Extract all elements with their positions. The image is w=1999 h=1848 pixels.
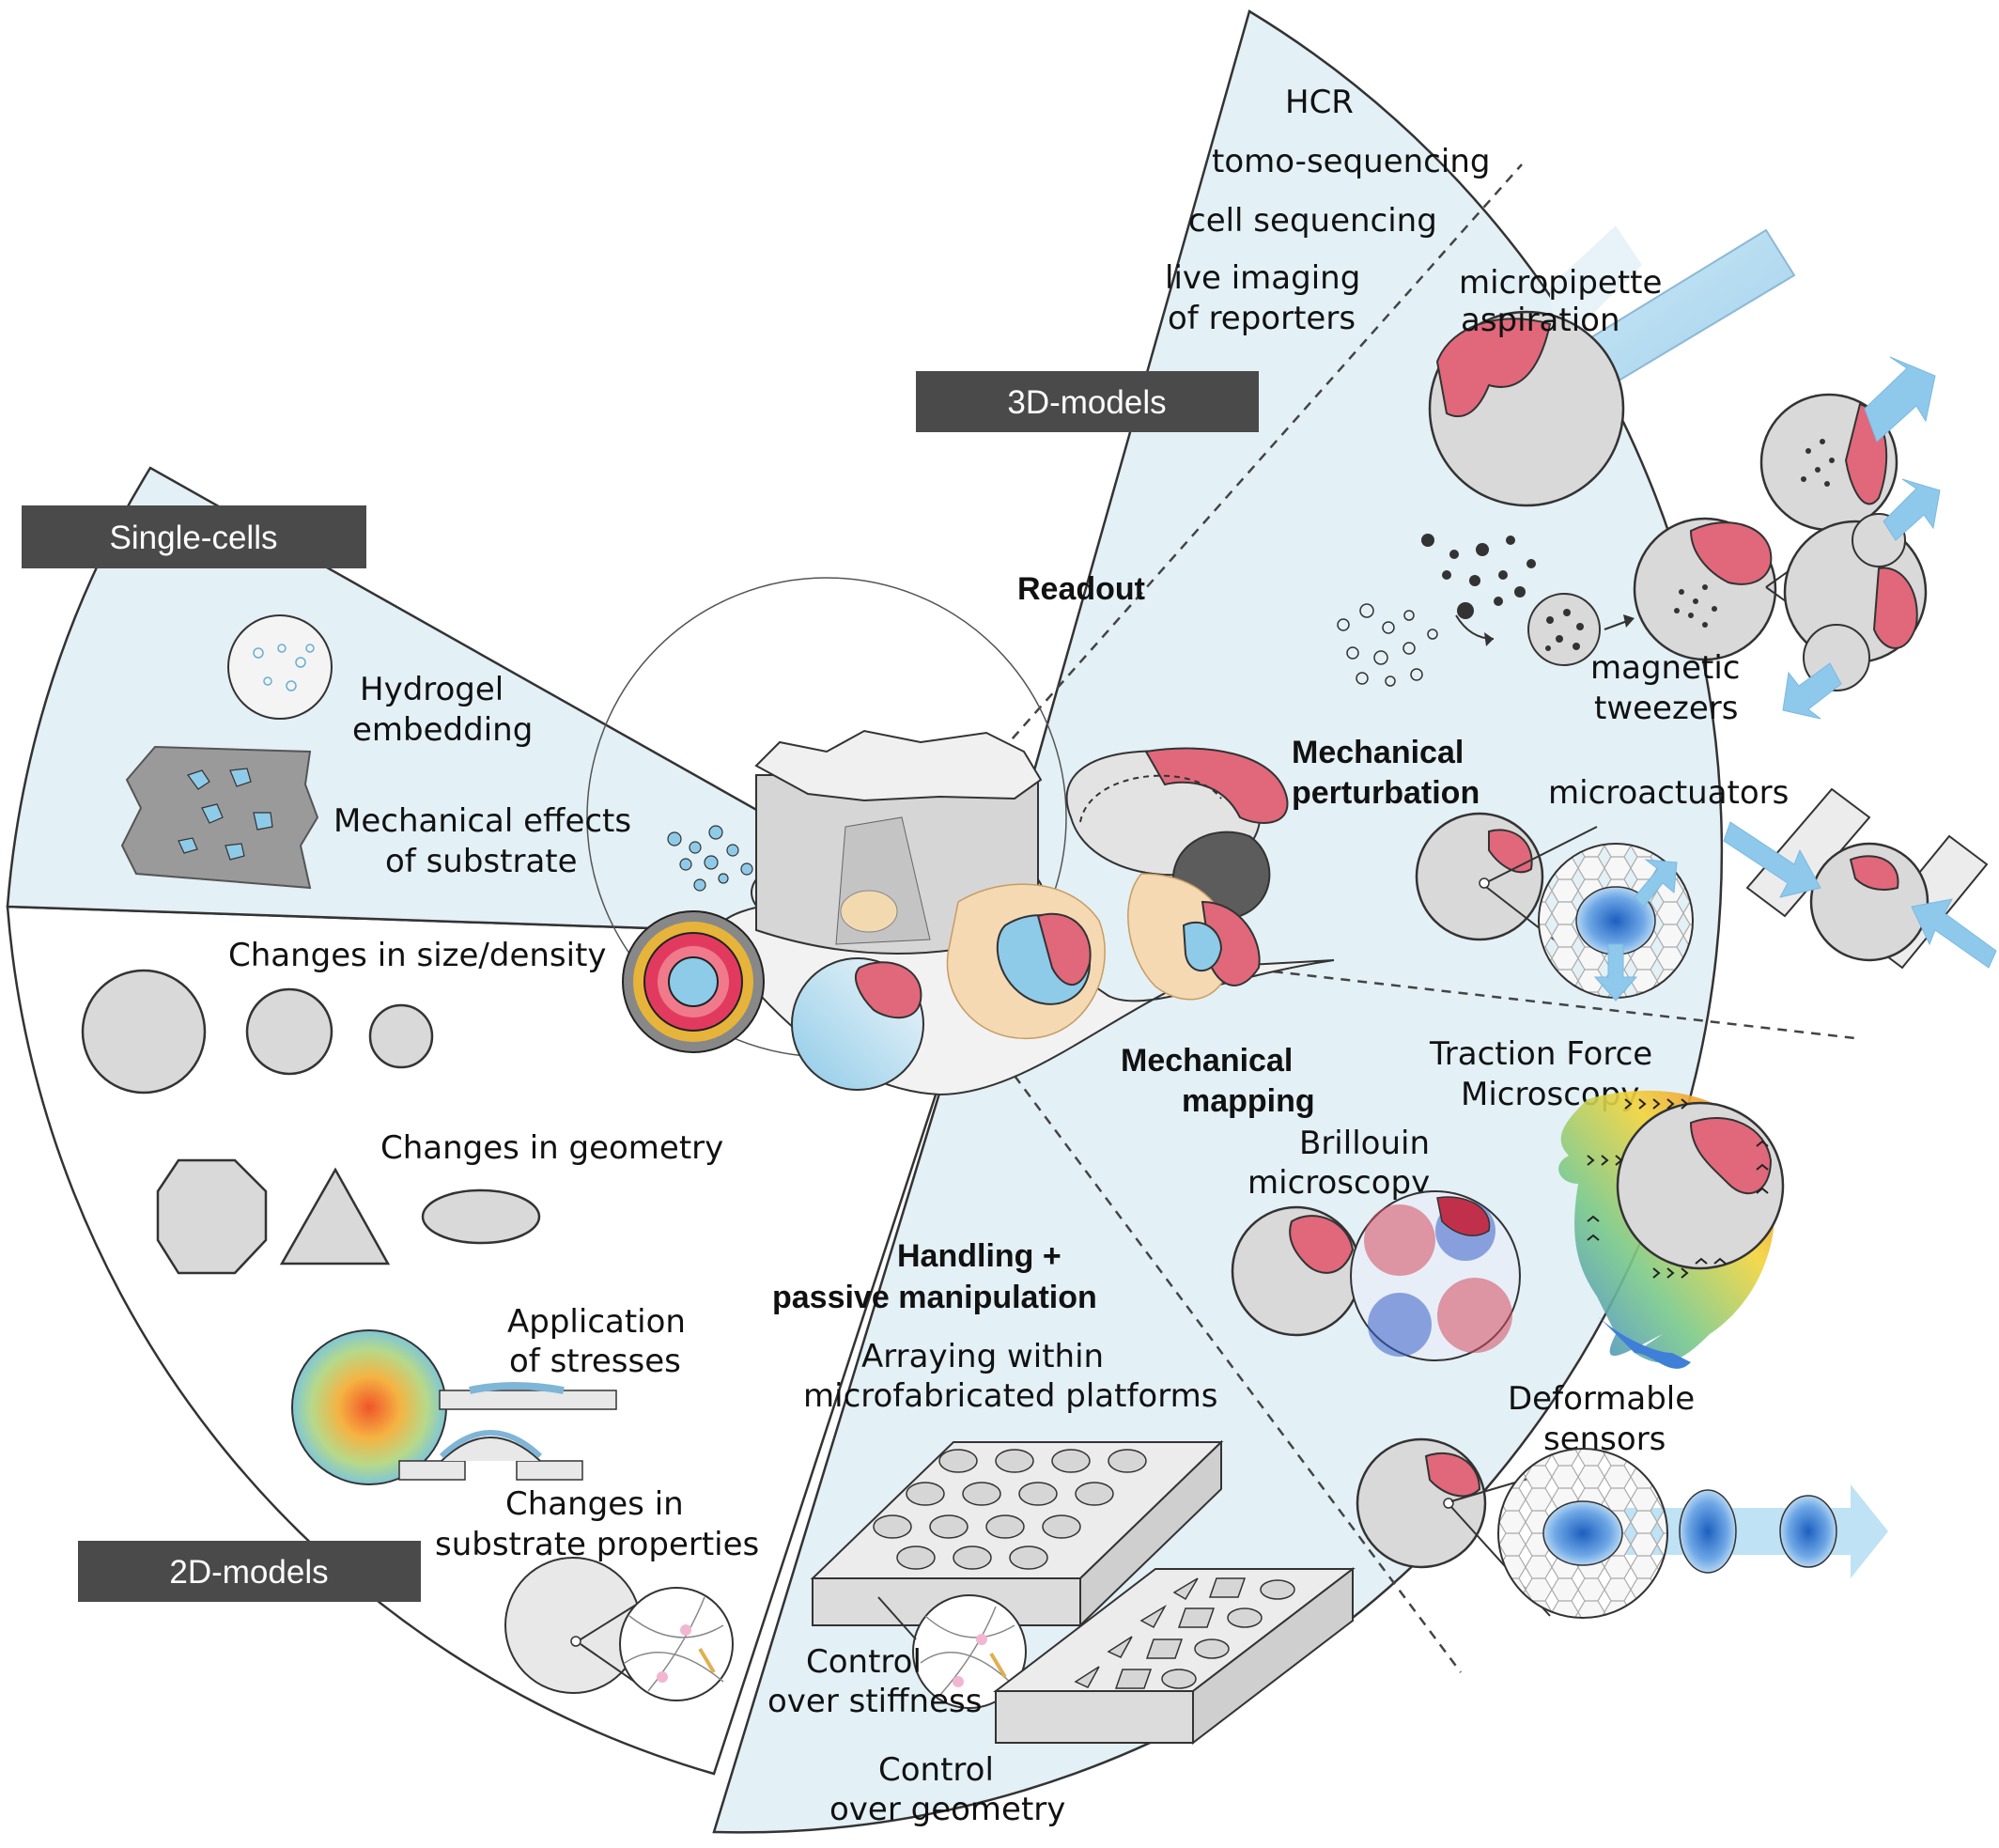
handling-title-line1: Handling + (897, 1238, 1061, 1274)
hydrogel-embedding-illustration (227, 614, 333, 720)
readout-live-imaging-line1: live imaging (1165, 259, 1360, 297)
organoid-with-dark-blob (1127, 831, 1271, 1001)
dividing-cells-with-arrows (1759, 356, 1941, 720)
microfabricated-platform-shapes (993, 1566, 1356, 1746)
divider-readout-perturbation (967, 163, 1523, 790)
deformable-label-line1: Deformable (1508, 1380, 1695, 1418)
perturbation-title-line1: Mechanical (1292, 735, 1464, 770)
divider-mapping-handling (1013, 1075, 1463, 1673)
readout-hcr: HCR (1285, 84, 1354, 121)
microactuators-illustration (1415, 787, 1997, 1002)
stiffness-label-line2: over stiffness (767, 1683, 982, 1720)
microfabricated-platform-wells (810, 1439, 1224, 1709)
tag-2d-models: 2D-models (78, 1541, 421, 1602)
layered-ring-organoid (622, 910, 765, 1053)
geometry-label: Changes in geometry (380, 1129, 723, 1167)
substrate-props-label-line2: substrate properties (435, 1526, 759, 1563)
micropipette-illustration (1428, 225, 1796, 507)
geometry-shapes (156, 1158, 541, 1275)
brillouin-label-line2: microscopy (1247, 1164, 1430, 1202)
substrate-props-label-line1: Changes in (505, 1485, 684, 1523)
arraying-label-line2: microfabricated platforms (803, 1377, 1217, 1415)
stiffness-label-line1: Control (806, 1643, 922, 1681)
magnetic-tweezers-illustration (1337, 517, 1800, 687)
traction-label-line1: Traction Force (1429, 1035, 1652, 1073)
svg-text:3D-models: 3D-models (1007, 384, 1166, 421)
handling-title-line2: passive manipulation (772, 1280, 1097, 1315)
tag-3d-models: 3D-models (916, 371, 1259, 432)
arraying-label-line1: Arraying within (861, 1338, 1104, 1375)
divider-perturbation-mapping (1239, 966, 1856, 1040)
panel-2d-models (6, 905, 988, 1776)
brillouin-illustration (1231, 1190, 1521, 1361)
geometry-control-label-line1: Control (878, 1751, 994, 1789)
culture-well-illustration (751, 729, 1044, 955)
mapping-title-line2: mapping (1182, 1083, 1315, 1119)
hydrogel-label-line1: Hydrogel (360, 671, 504, 708)
perturbation-title-line2: perturbation (1292, 775, 1480, 811)
readout-tomo-sequencing: tomo-sequencing (1212, 143, 1490, 180)
svg-text:2D-models: 2D-models (169, 1554, 328, 1591)
tag-single-cells: Single-cells (22, 505, 366, 568)
readout-live-imaging-line2: of reporters (1168, 300, 1356, 337)
elongated-organoid (1065, 747, 1289, 877)
substrate-label-line1: Mechanical effects (333, 802, 631, 840)
stresses-label-line1: Application (507, 1303, 686, 1341)
readout-title: Readout (1017, 571, 1145, 607)
hydrogel-label-line2: embedding (352, 711, 533, 749)
organoid-in-matrix (946, 883, 1106, 1039)
substrate-properties-illustration (504, 1557, 734, 1701)
size-density-label: Changes in size/density (228, 937, 607, 974)
size-density-circles (81, 969, 434, 1095)
geometry-control-label-line2: over geometry (829, 1791, 1065, 1828)
microactuators-label: microactuators (1548, 774, 1789, 812)
scattered-single-cells (667, 825, 753, 892)
blue-gradient-cell (791, 957, 924, 1091)
svg-text:Single-cells: Single-cells (110, 520, 278, 556)
magnetic-tweezers-label-line1: magnetic (1590, 649, 1740, 687)
brillouin-label-line1: Brillouin (1299, 1125, 1430, 1162)
substrate-effects-illustration (120, 745, 319, 890)
micropipette-label-line1: micropipette (1459, 264, 1662, 302)
micropipette-label-line2: aspiration (1461, 302, 1620, 339)
mapping-title-line1: Mechanical (1121, 1043, 1293, 1079)
magnetic-tweezers-label-line2: tweezers (1594, 690, 1738, 727)
traction-force-illustration (1558, 1090, 1785, 1369)
substrate-label-line2: of substrate (385, 843, 578, 880)
stress-application-illustration (291, 1329, 617, 1485)
stresses-label-line2: of stresses (509, 1343, 681, 1380)
deformable-sensors-illustration (1356, 1437, 1888, 1619)
readout-cell-sequencing: cell sequencing (1188, 202, 1437, 240)
